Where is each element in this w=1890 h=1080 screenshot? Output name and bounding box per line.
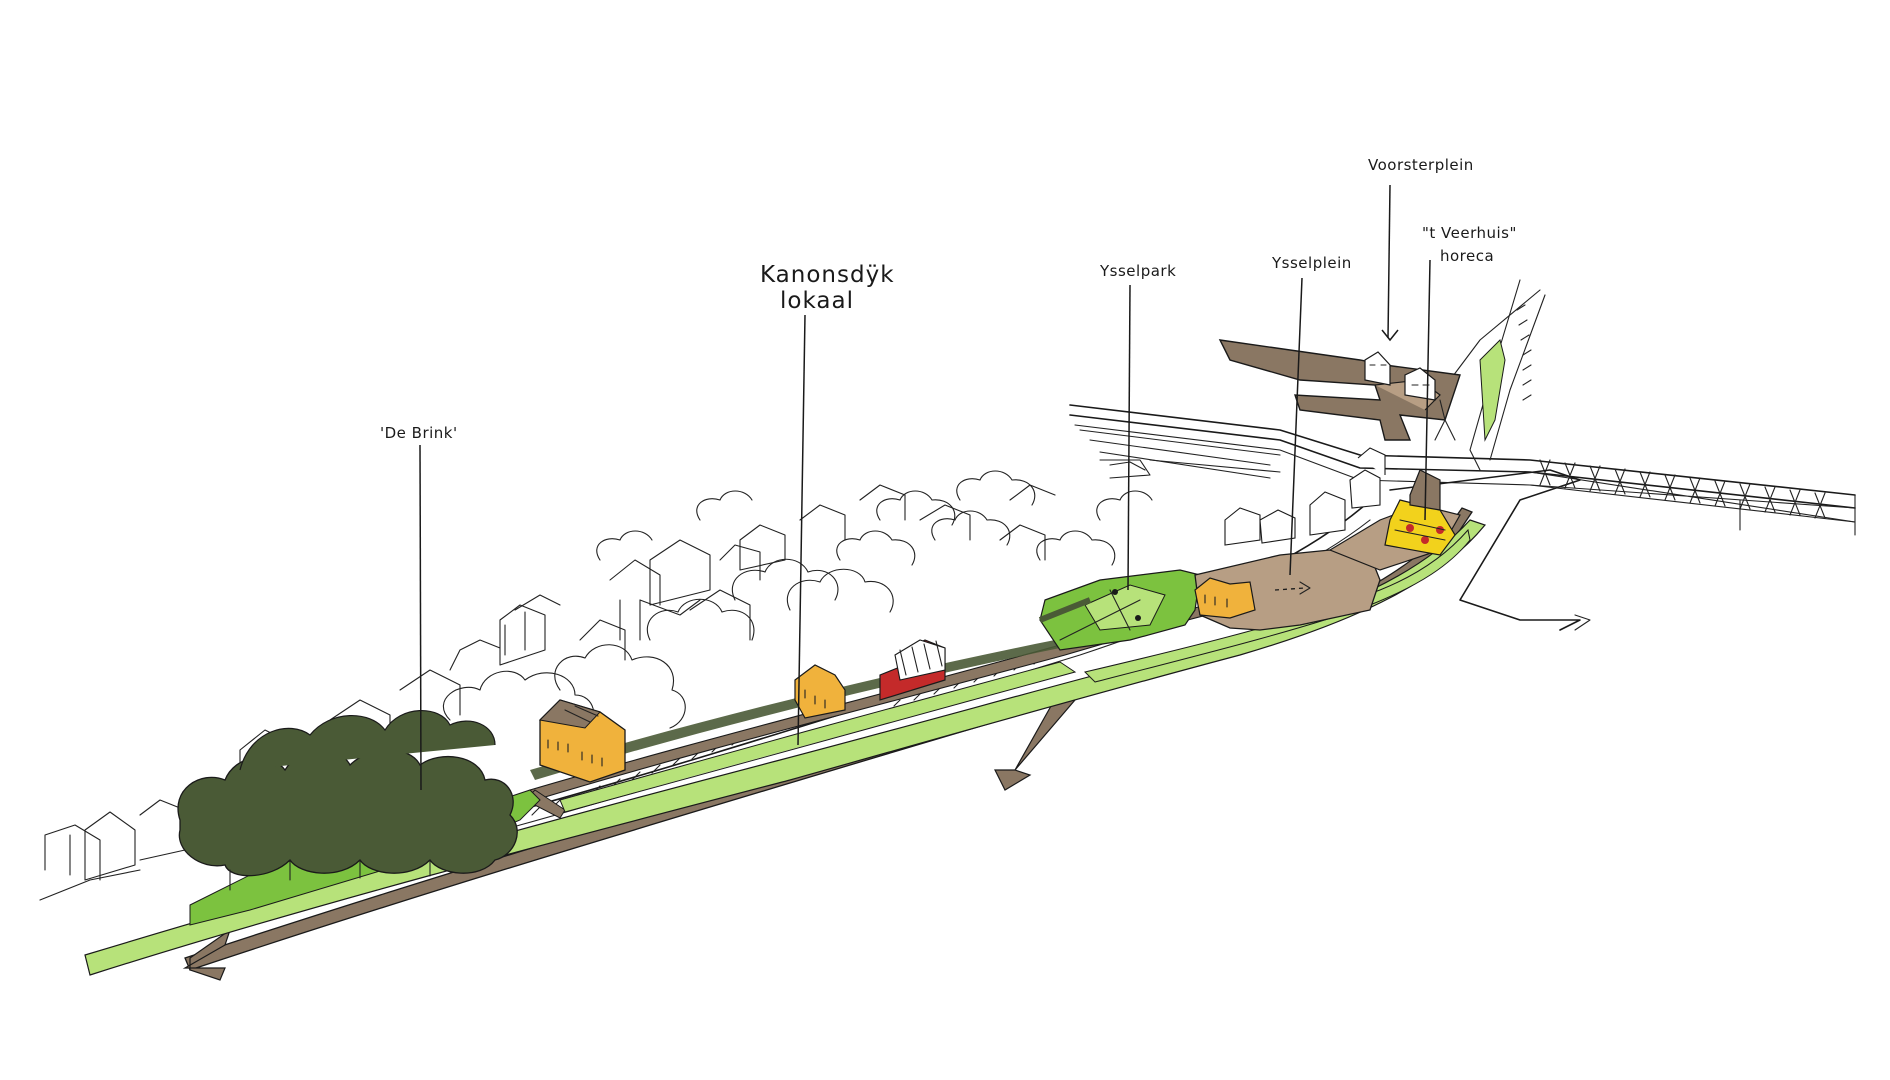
veerhuis-building [1384,469,1456,556]
leader-ijsselplein [1289,277,1303,576]
label-kanonsdijk-line1: Kanonsdÿk [760,262,895,288]
leader-voorsterplein [1387,184,1391,339]
green-strips [84,339,1506,976]
ijsselpark-area [1038,569,1201,651]
leader-de-brink [419,444,422,791]
leader-kanonsdijk [797,314,806,746]
label-voorsterplein: Voorsterplein [1368,156,1474,174]
leader-ijsselpark [1127,284,1131,591]
labels: 'De Brink' Kanonsdÿk lokaal Ysselpark Ys… [380,156,1517,442]
yellow-house-de-brink [538,699,626,783]
yellow-building-ijsselpark [1194,577,1256,619]
de-brink-trees [177,710,518,891]
label-veerhuis-line1: "t Veerhuis" [1422,224,1517,242]
yellow-house-kanonsdijk [794,664,846,719]
red-building [879,639,946,701]
background-housing-outlines [39,470,1153,901]
leader-lines [419,184,1431,791]
label-kanonsdijk-line2: lokaal [780,288,854,314]
buildings [538,447,1456,783]
label-ijsselplein: Ysselplein [1271,254,1352,272]
voorsterplein-plaza [1218,339,1461,441]
leader-voorsterplein-arrow [1381,329,1399,342]
leader-veerhuis [1424,259,1431,521]
label-ijsselpark: Ysselpark [1099,262,1176,280]
label-veerhuis-line2: horeca [1440,247,1494,265]
label-de-brink: 'De Brink' [380,424,458,442]
